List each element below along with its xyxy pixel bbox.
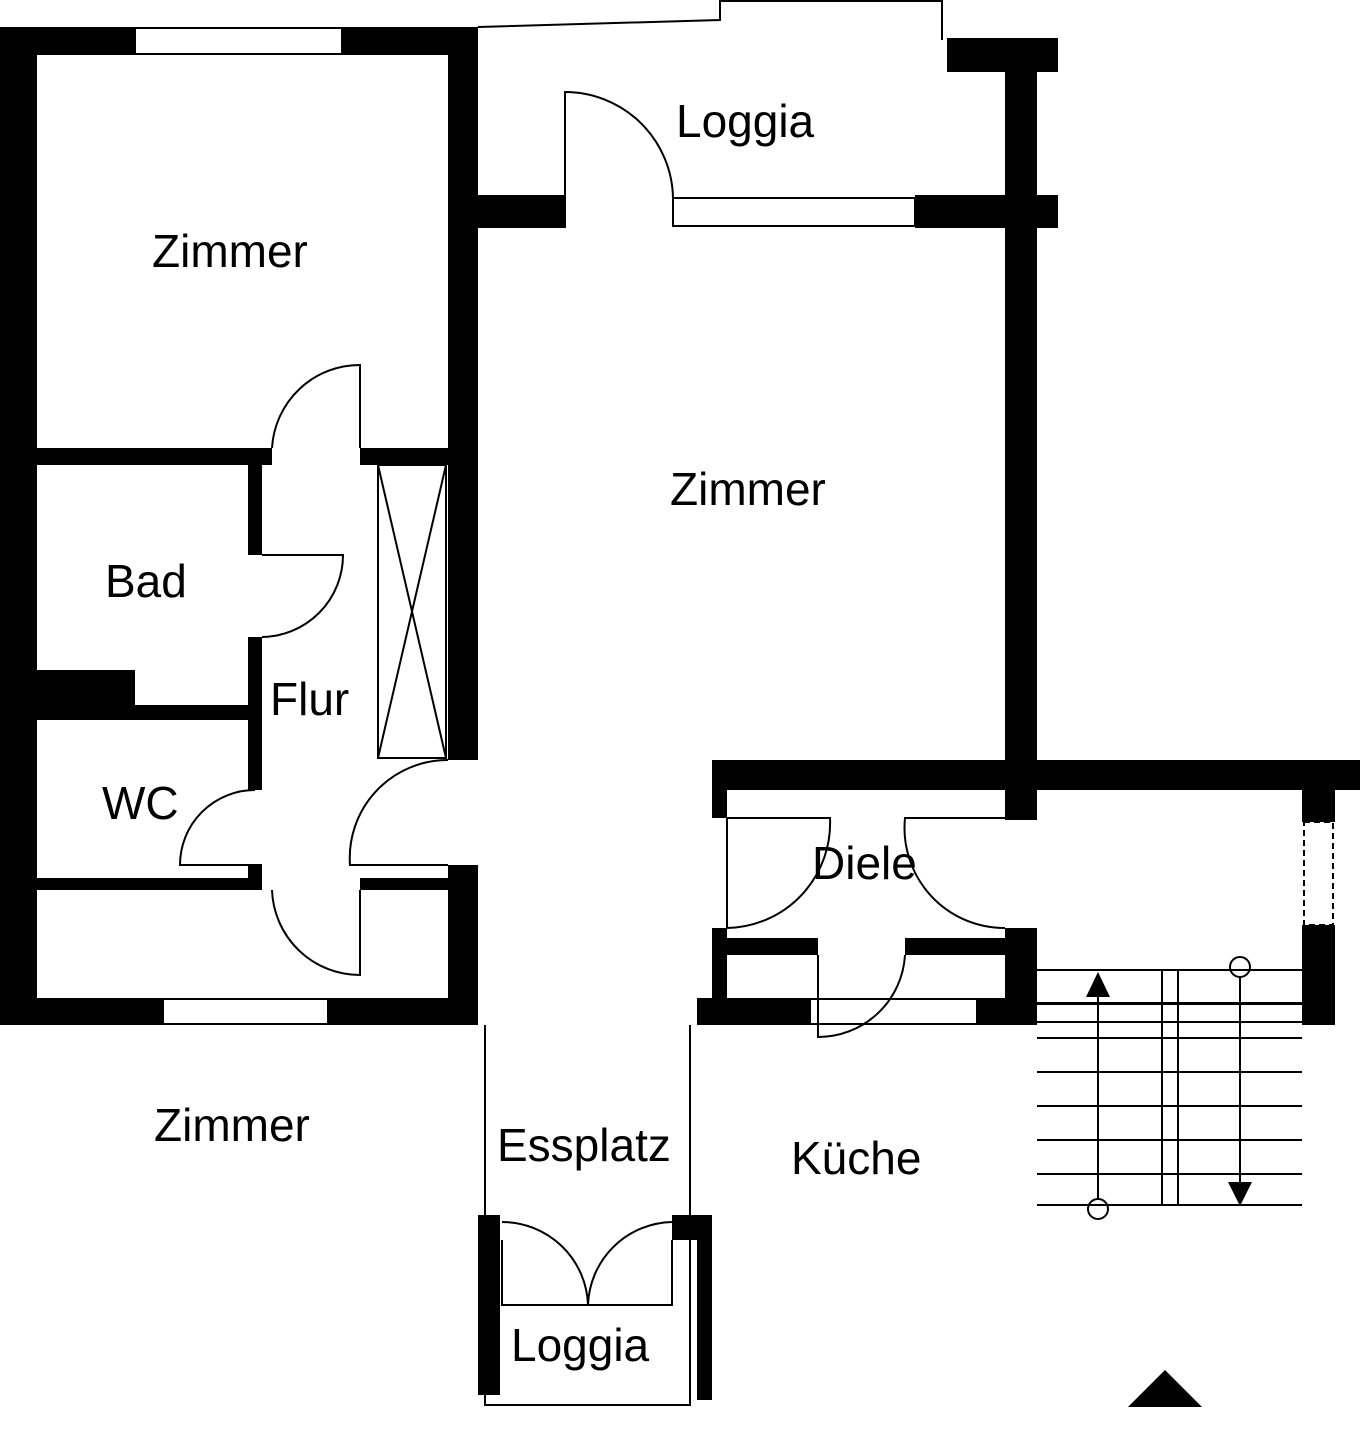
- stair-up-arrow-icon: [1086, 972, 1110, 997]
- room-label-zimmer-bottom-left: Zimmer: [154, 1099, 310, 1151]
- room-label-loggia-top: Loggia: [676, 95, 815, 147]
- entrance-arrow-icon: [1128, 1370, 1202, 1407]
- room-label-bad: Bad: [105, 555, 187, 607]
- room-label-zimmer-top-left: Zimmer: [152, 225, 308, 277]
- room-label-wc: WC: [102, 777, 179, 829]
- walls: [0, 27, 1360, 1400]
- stair-down-arrow-icon: [1228, 1182, 1252, 1206]
- room-label-loggia-bottom: Loggia: [511, 1319, 650, 1371]
- thin-lines: [134, 0, 1334, 1406]
- room-label-zimmer-center: Zimmer: [670, 463, 826, 515]
- staircase: [1037, 956, 1302, 1220]
- room-label-essplatz: Essplatz: [497, 1119, 671, 1171]
- doors: [178, 90, 1006, 1306]
- room-label-kueche: Küche: [791, 1132, 922, 1184]
- room-label-flur: Flur: [270, 673, 350, 725]
- room-label-diele: Diele: [812, 837, 917, 889]
